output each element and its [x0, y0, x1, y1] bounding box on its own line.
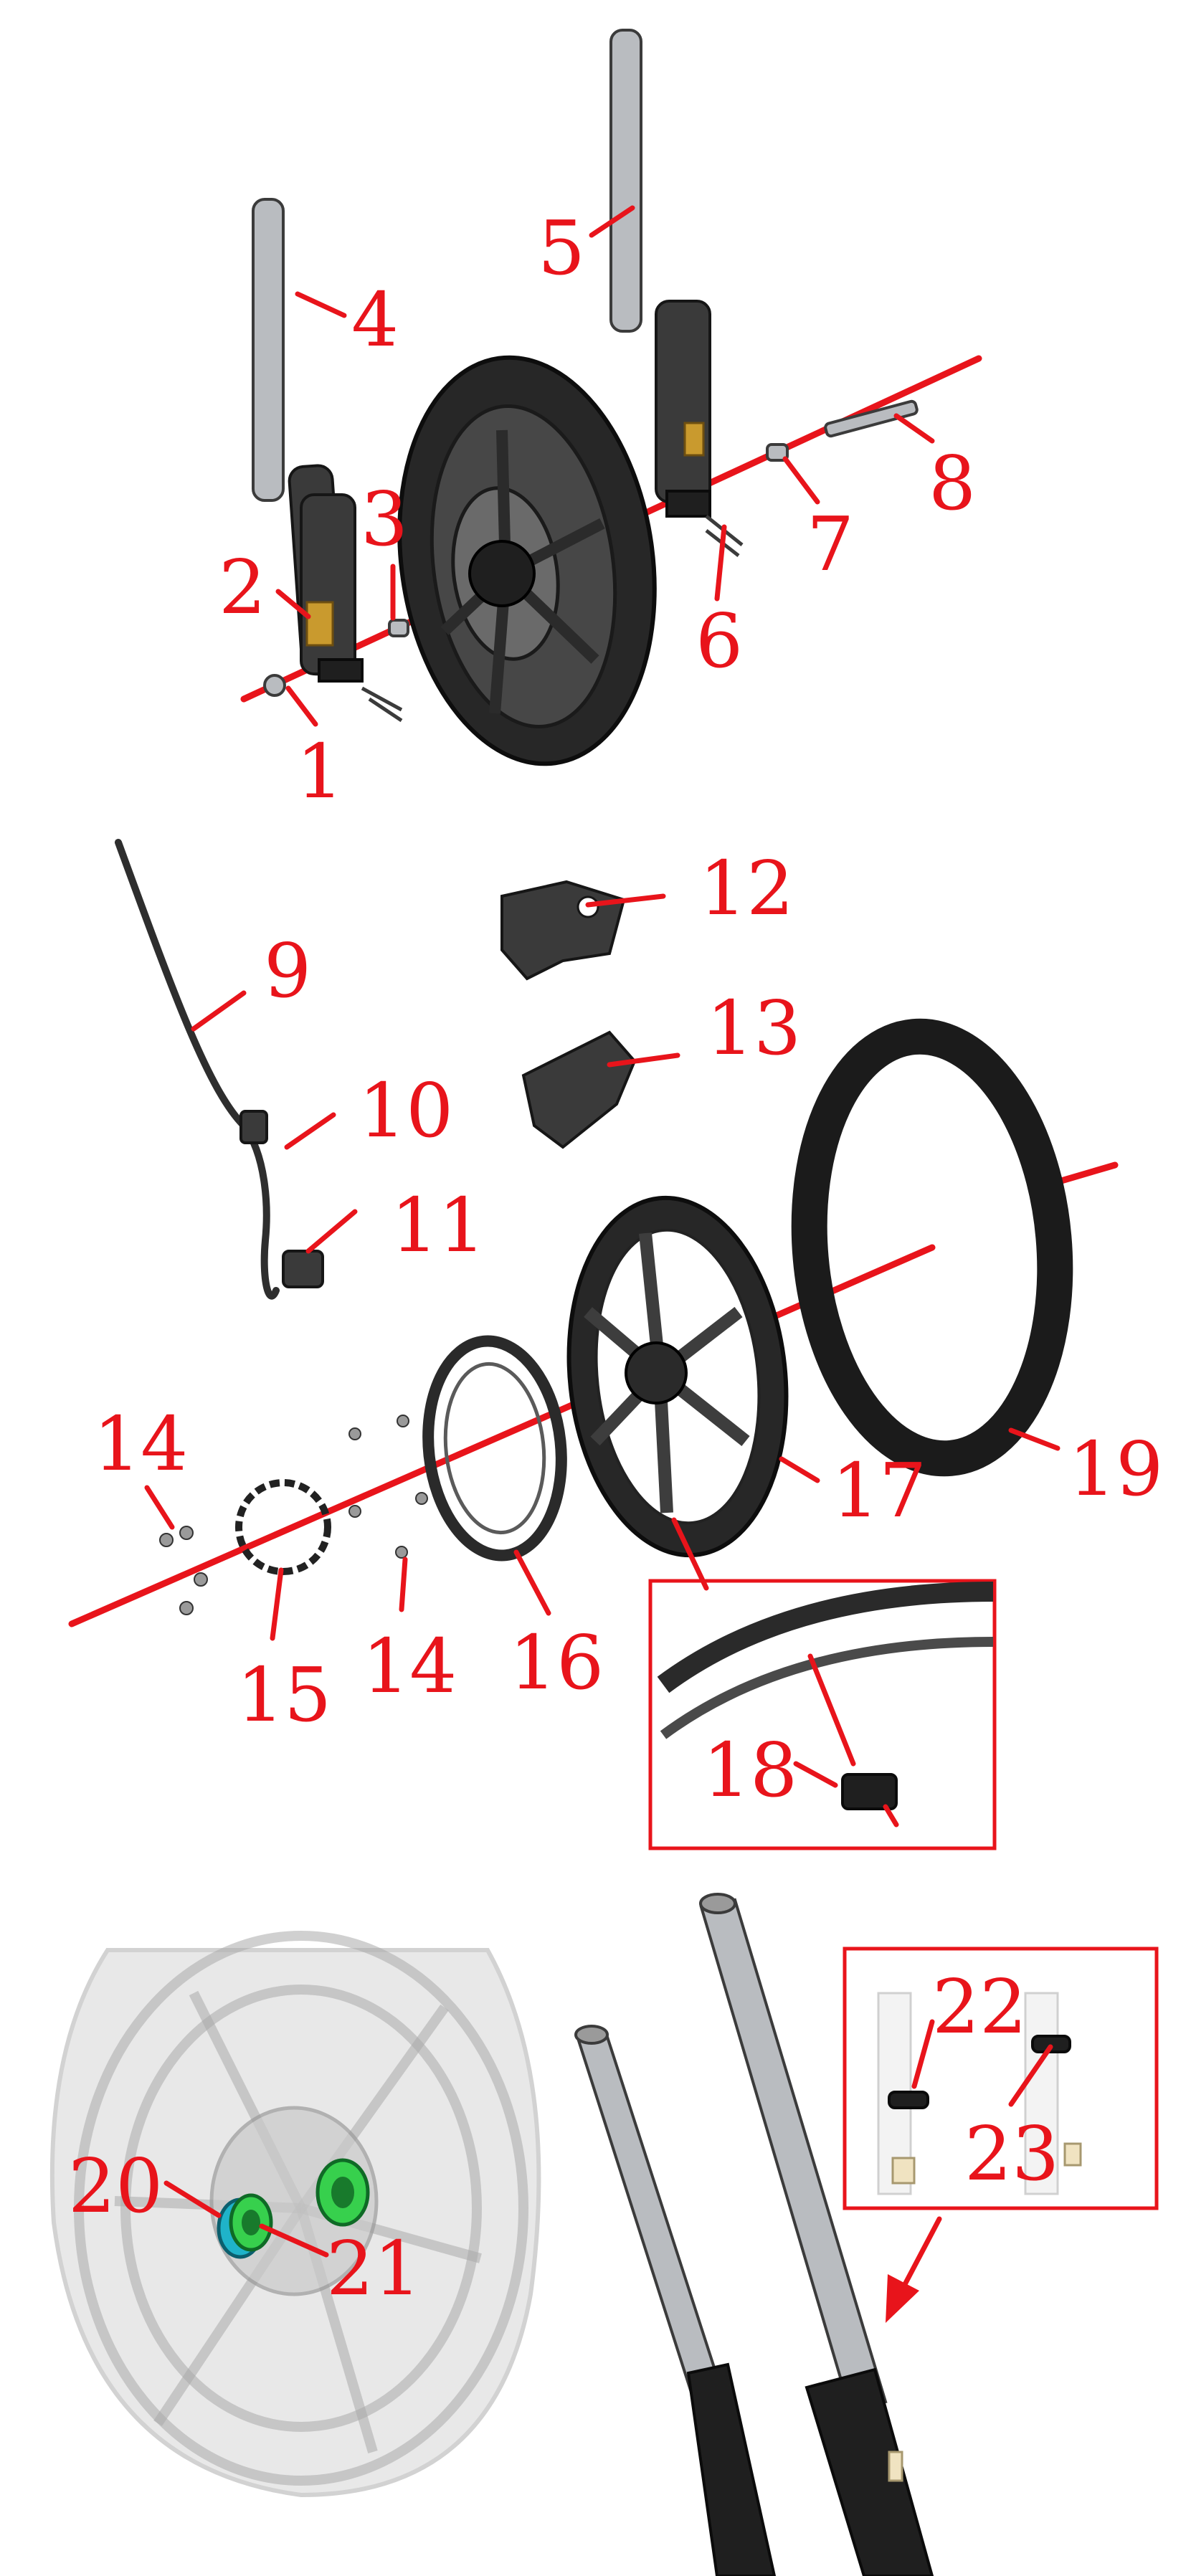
callout-19: 19	[1068, 1425, 1163, 1513]
section-bearings-and-seals: 20 21 22 23	[49, 1893, 1159, 2576]
seal-detail-frame	[843, 1947, 1159, 2210]
callout-13: 13	[706, 984, 801, 1072]
bolt-set-drawing	[159, 1415, 428, 1615]
tone-ring-drawing	[235, 1479, 331, 1575]
callout-16: 16	[509, 1619, 604, 1706]
section-fork-wheel-assembly: 1 2 3 4 5 6 7 8	[219, 29, 982, 815]
axle-spacer-left-drawing	[388, 619, 409, 637]
callout-15: 15	[237, 1651, 331, 1739]
callout-1: 1	[296, 728, 343, 815]
bracket-drawing	[500, 880, 626, 981]
callout-21: 21	[326, 2225, 421, 2312]
dust-seal-drawing	[1031, 2035, 1071, 2053]
axle-spacer-right-drawing	[766, 443, 789, 462]
callout-4: 4	[351, 276, 399, 363]
bearing-20-drawing	[217, 2193, 273, 2259]
right-fork-leg-drawing	[609, 29, 711, 518]
callout-14a: 14	[93, 1400, 188, 1488]
wheel-components-centerline	[68, 1244, 936, 1627]
front-tire-drawing	[791, 1018, 1073, 1477]
fork-seal-drawing	[888, 2091, 929, 2109]
speed-sensor-cable-drawing	[115, 839, 280, 1300]
valve-detail-frame	[648, 1579, 997, 1850]
cable-clamp-drawing	[239, 1110, 268, 1144]
callout-5: 5	[538, 204, 585, 292]
section-wheel-components: 9 10 11 12 13 14 14 15 16 17 18 19	[68, 839, 1163, 1850]
callout-11: 11	[391, 1182, 485, 1269]
brake-disc-drawing	[422, 1335, 567, 1562]
callout-17: 17	[832, 1447, 926, 1534]
axle-small-parts	[263, 399, 919, 723]
callout-9: 9	[264, 927, 311, 1014]
callout-18: 18	[703, 1726, 797, 1814]
callout-22: 22	[932, 1963, 1027, 2050]
speed-sensor-drawing	[282, 1250, 324, 1288]
valve-drawing	[841, 1773, 898, 1810]
left-fork-leg-drawing	[252, 198, 364, 683]
callout-6: 6	[696, 597, 743, 685]
callout-10: 10	[359, 1067, 453, 1154]
callout-20: 20	[68, 2142, 163, 2230]
ghost-wheel-drawing	[49, 1931, 541, 2498]
callout-23: 23	[964, 2110, 1059, 2197]
fork-tubes-drawing	[574, 1893, 934, 2576]
callout-2: 2	[219, 543, 266, 631]
left-fork-bracket-drawing	[305, 601, 334, 647]
callout-8: 8	[929, 439, 976, 527]
front-axle-drawing	[824, 399, 919, 438]
callout-12: 12	[699, 845, 794, 932]
clip-drawing	[521, 1030, 637, 1149]
callout-14b: 14	[362, 1622, 457, 1710]
bearing-21-drawing	[315, 2158, 370, 2227]
callout-3: 3	[361, 475, 408, 563]
front-wheel-drawing	[397, 355, 657, 766]
callout-7: 7	[807, 500, 854, 588]
axle-nut-drawing	[263, 674, 286, 697]
